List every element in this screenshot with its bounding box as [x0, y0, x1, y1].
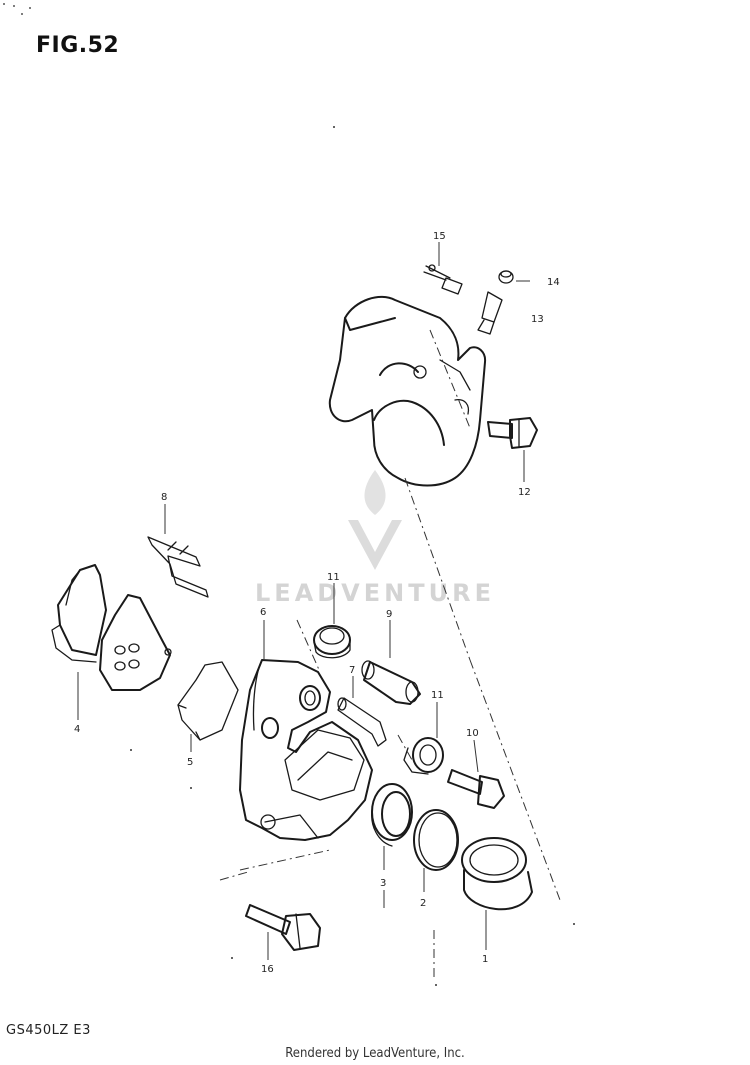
bleeder-cap	[498, 270, 514, 284]
pad-pin	[337, 697, 387, 747]
model-code: GS450LZ E3	[6, 1023, 91, 1038]
callout-6: 6	[260, 607, 266, 618]
callout-11-upper: 11	[327, 572, 340, 583]
stray-marks	[3, 3, 575, 986]
assembly-lines	[219, 329, 561, 978]
caliper-holder	[239, 659, 373, 841]
callout-9: 9	[386, 609, 392, 620]
callout-15: 15	[433, 231, 446, 242]
callout-3: 3	[380, 878, 386, 889]
callout-4: 4	[74, 724, 80, 735]
bleeder-screw	[423, 264, 463, 295]
callout-7: 7	[349, 665, 355, 676]
slide-pin	[361, 660, 421, 705]
leader-lines	[77, 242, 530, 960]
caliper-bolt-12	[487, 417, 538, 449]
callout-labels: 15 14 13 12 8 11 6 9 7 11 10 5 4 3 2 1 1…	[74, 231, 560, 975]
brake-pad-inner	[99, 594, 172, 691]
piston-seal	[413, 809, 459, 871]
callout-12: 12	[518, 487, 531, 498]
caliper-bolt-10	[447, 769, 505, 809]
callout-1: 1	[482, 954, 488, 965]
pad-shim	[177, 661, 239, 741]
pad-spring	[147, 536, 209, 598]
caliper-piston	[461, 837, 533, 911]
footer-credit: Rendered by LeadVenture, Inc.	[285, 1046, 465, 1061]
valve-fitting	[477, 291, 503, 335]
callout-2: 2	[420, 898, 426, 909]
watermark-text: LEADVENTURE	[255, 579, 495, 607]
callout-13: 13	[531, 314, 544, 325]
figure-title: FIG.52	[36, 33, 120, 58]
callout-14: 14	[547, 277, 560, 288]
brake-pad-outer	[51, 564, 107, 663]
callout-10: 10	[466, 728, 479, 739]
callout-16: 16	[261, 964, 274, 975]
caliper-body	[328, 295, 487, 487]
mounting-bolt	[245, 904, 321, 951]
callout-11-lower: 11	[431, 690, 444, 701]
dust-seal	[371, 783, 413, 847]
watermark-logo: LEADVENTURE	[255, 470, 495, 607]
boot-lower	[403, 737, 444, 775]
callout-8: 8	[161, 492, 167, 503]
callout-5: 5	[187, 757, 193, 768]
boot-upper	[313, 625, 351, 659]
